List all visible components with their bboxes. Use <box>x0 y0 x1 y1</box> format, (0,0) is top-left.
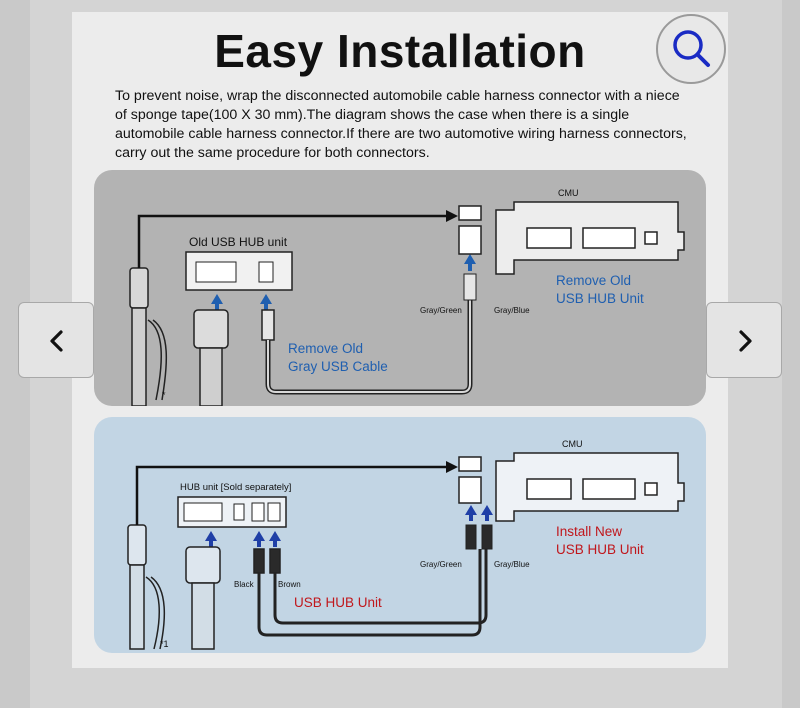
callout-remove-cable-line1: Remove Old <box>288 341 363 356</box>
cmu-label-top: CMU <box>558 188 579 198</box>
page-title: Easy Installation <box>214 25 586 77</box>
cmu-unit-top <box>458 201 685 275</box>
callout-install-line1: Install New <box>556 524 622 539</box>
callout-remove-unit-line1: Remove Old <box>556 273 631 288</box>
callout-remove-cable-line2: Gray USB Cable <box>288 359 388 374</box>
chevron-right-icon <box>739 330 752 352</box>
footnote-bottom: *1 <box>160 639 169 649</box>
callout-usb-hub-unit: USB HUB Unit <box>294 595 382 610</box>
previous-image-button[interactable] <box>18 302 94 378</box>
intro-text: To prevent noise, wrap the disconnected … <box>115 88 687 161</box>
wire-label-gray-blue-bottom: Gray/Blue <box>494 560 530 569</box>
footnote-top: * <box>162 390 166 400</box>
new-hub-label: HUB unit [Sold separately] <box>180 482 291 493</box>
old-hub-label: Old USB HUB unit <box>189 235 288 249</box>
wire-label-gray-blue-top: Gray/Blue <box>494 306 530 315</box>
vehicle-harness-left <box>129 267 168 406</box>
callout-remove-unit-line2: USB HUB Unit <box>556 291 644 306</box>
wire-label-brown: Brown <box>278 580 301 589</box>
diagram-remove-old: CMU Old USB HUB unit Gray/Green Gray/Blu… <box>94 170 706 406</box>
magnifier-icon <box>673 30 710 67</box>
next-image-button[interactable] <box>706 302 782 378</box>
cmu-label-bottom: CMU <box>562 439 583 449</box>
wire-label-gray-green-bottom: Gray/Green <box>420 560 462 569</box>
wire-label-gray-green-top: Gray/Green <box>420 306 462 315</box>
callout-install-line2: USB HUB Unit <box>556 542 644 557</box>
chevron-left-icon <box>50 330 63 352</box>
zoom-button[interactable] <box>656 14 726 84</box>
diagram-install-new: CMU HUB unit [Sold separately] Gray/Gree… <box>94 417 706 653</box>
wire-label-black: Black <box>234 580 255 589</box>
